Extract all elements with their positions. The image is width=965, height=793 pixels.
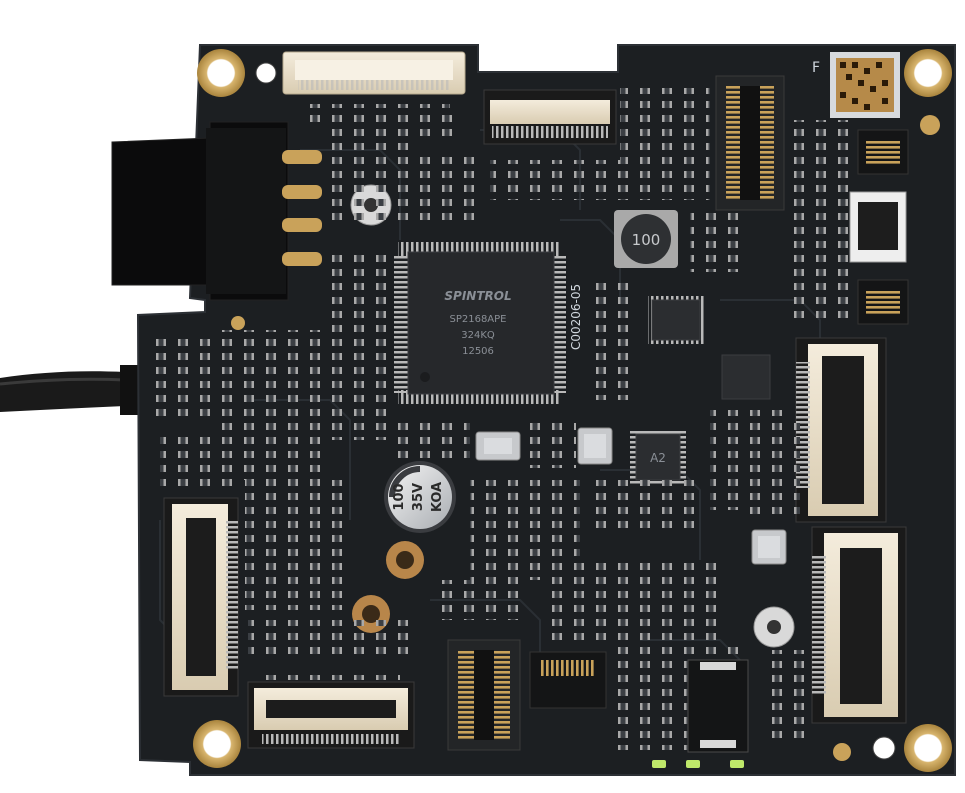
capacitor-voltage-text: 35V: [411, 483, 426, 511]
capacitor-series-text: KOA: [430, 482, 445, 512]
copper-post-1: [386, 541, 424, 579]
ffc-connector-left: [163, 497, 239, 697]
corner-letter-label: F: [812, 60, 820, 76]
crystal-3: [751, 529, 787, 565]
pin-header-top-right: [715, 75, 785, 211]
crystal-1: [475, 431, 521, 461]
datamatrix-label: [830, 52, 900, 118]
inductor-label: 100: [632, 231, 661, 249]
screw-post-right: [753, 606, 795, 648]
ffc-connector-right-lower: [811, 526, 907, 724]
board-code-label: C00206-05: [569, 284, 583, 350]
chip-line3-text: 12506: [462, 346, 494, 357]
small-chip-a2: A2: [630, 430, 686, 484]
power-connector: [111, 121, 322, 330]
status-leds: [652, 760, 744, 768]
chip-brand-text: SPINTROL: [444, 289, 511, 303]
ffc-connector-right-upper: [795, 337, 887, 523]
mounting-hole-top-right: [904, 49, 952, 97]
pin-header-bottom: [447, 639, 521, 751]
electrolytic-capacitor: 100 35V KOA: [384, 461, 456, 533]
inductor: 100: [614, 210, 678, 268]
small-connector-right: [849, 115, 940, 325]
mounting-hole-bottom-left: [193, 720, 241, 768]
crystal-2: [577, 427, 613, 465]
mounting-hole-top-left: [197, 49, 277, 97]
cable: [0, 365, 148, 415]
ffc-connector-bottom: [247, 668, 415, 749]
chip-line2-text: 324KQ: [461, 330, 495, 341]
chip-model-text: SP2168APE: [449, 314, 506, 325]
mounting-hole-bottom-right: [833, 724, 952, 772]
small-chip-middle: [648, 296, 704, 344]
main-processor-chip: SPINTROL SP2168APE 324KQ 12506: [394, 242, 566, 404]
small-connector-bottom: [529, 651, 607, 709]
capacitor-value-text: 100: [392, 483, 407, 510]
small-chip-label: A2: [650, 451, 666, 465]
connector-box-bottom-right: [687, 659, 749, 753]
small-chip-right: [721, 354, 771, 400]
ffc-connector-top: [483, 89, 617, 145]
